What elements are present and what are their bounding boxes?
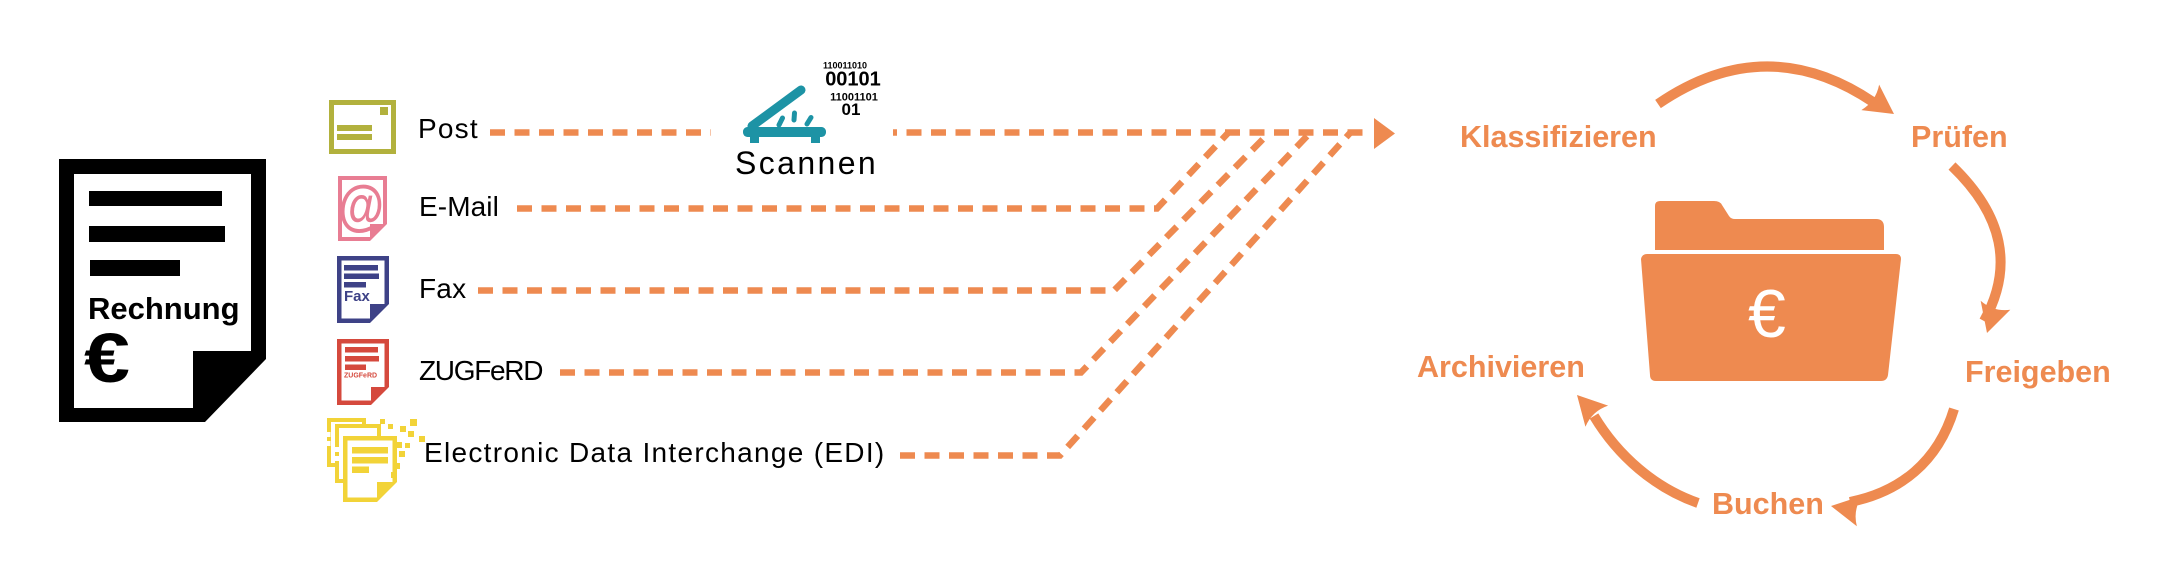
svg-text:Fax: Fax bbox=[344, 288, 371, 305]
svg-text:Buchen: Buchen bbox=[1712, 487, 1824, 521]
svg-text:€: € bbox=[1748, 276, 1786, 352]
svg-text:ZUGFeRD: ZUGFeRD bbox=[419, 355, 542, 386]
svg-text:01: 01 bbox=[842, 100, 861, 119]
svg-text:Archivieren: Archivieren bbox=[1417, 350, 1585, 384]
svg-text:00101: 00101 bbox=[825, 69, 881, 91]
svg-text:ZUGFeRD: ZUGFeRD bbox=[344, 373, 377, 380]
svg-text:Klassifizieren: Klassifizieren bbox=[1460, 120, 1657, 154]
svg-text:E-Mail: E-Mail bbox=[419, 191, 499, 222]
svg-text:Scannen: Scannen bbox=[735, 145, 878, 181]
svg-text:Fax: Fax bbox=[419, 273, 466, 304]
svg-text:@: @ bbox=[338, 173, 384, 236]
svg-text:Post: Post bbox=[418, 113, 479, 144]
svg-text:110011010: 110011010 bbox=[823, 61, 867, 71]
svg-text:Freigeben: Freigeben bbox=[1965, 355, 2111, 389]
svg-text:€: € bbox=[84, 320, 130, 398]
svg-text:Rechnung: Rechnung bbox=[88, 291, 240, 326]
svg-text:Prüfen: Prüfen bbox=[1911, 120, 2008, 154]
svg-text:11001101: 11001101 bbox=[830, 92, 878, 104]
svg-text:Electronic Data Interchange (E: Electronic Data Interchange (EDI) bbox=[424, 437, 886, 468]
